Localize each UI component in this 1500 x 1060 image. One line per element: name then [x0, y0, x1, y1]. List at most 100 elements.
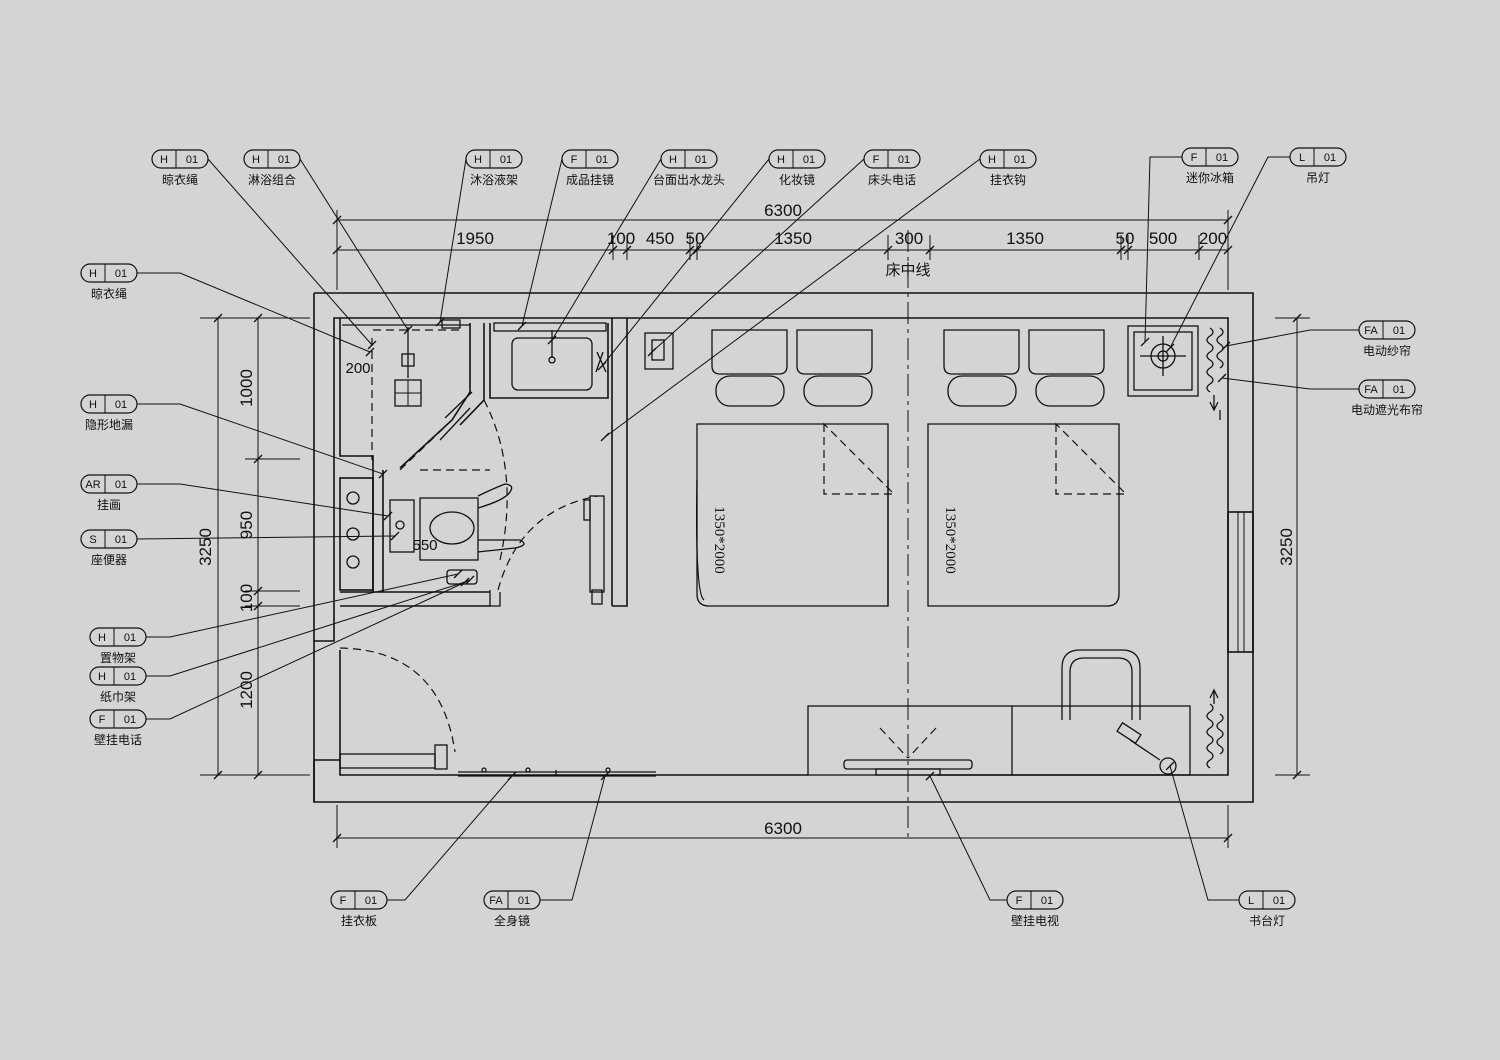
dim-left-total: 3250 — [196, 528, 215, 566]
tag-number: 01 — [518, 895, 530, 907]
tag-label: 台面出水龙头 — [653, 172, 725, 187]
tag-leader-tick-7 — [647, 347, 657, 357]
tag-pill — [1181, 147, 1239, 167]
tag-pill — [979, 149, 1037, 169]
tag-code: H — [89, 399, 97, 411]
bed-centerline-label: 床中线 — [885, 261, 930, 279]
top-dimension-lines — [332, 210, 1233, 290]
tag-leader-tick-10 — [1165, 343, 1175, 353]
tag-leader-tick-12 — [378, 469, 388, 479]
tag-leader-tick-15 — [453, 569, 463, 579]
tag-leader-tick-1 — [367, 340, 377, 350]
dim-top-seg-2: 100 — [607, 229, 635, 248]
room-walls — [313, 292, 1254, 803]
dim-left-seg-2: 950 — [237, 511, 256, 539]
tag-pill — [1358, 320, 1416, 340]
tag-leader-lines — [109, 156, 1387, 901]
bottom-dimension-lines — [332, 805, 1233, 848]
dim-top-seg-10: 200 — [1199, 229, 1227, 248]
tag-pill — [151, 149, 209, 169]
bed-left-size: 1350*2000 — [711, 506, 727, 574]
tag-number: 01 — [278, 154, 290, 166]
tag-number: 01 — [695, 154, 707, 166]
tag-code: F — [340, 895, 347, 907]
dim-top-seg-4: 50 — [686, 229, 705, 248]
tag-leader-tick-13 — [383, 511, 393, 521]
tag-label: 隐形地漏 — [85, 418, 133, 432]
tag-leader-tick-20 — [507, 771, 517, 781]
bedside-phone — [644, 332, 674, 370]
tag-leader-tick-22 — [925, 771, 935, 781]
wardrobe-door — [583, 495, 605, 605]
tag-number: 01 — [1324, 152, 1336, 164]
tag-label: 淋浴组合 — [248, 172, 296, 187]
tag-code: H — [89, 268, 97, 280]
tag-pill — [1358, 379, 1416, 399]
left-dimension-lines — [200, 313, 310, 780]
tag-number: 01 — [1393, 325, 1405, 337]
tag-code: H — [252, 154, 260, 166]
tag-pill — [80, 394, 138, 414]
tag-pill — [1238, 890, 1296, 910]
tag-label: 座便器 — [91, 552, 127, 567]
tag-label: 壁挂电视 — [1011, 913, 1059, 928]
tag-code: F — [99, 714, 106, 726]
tag-label: 床头电话 — [868, 173, 916, 187]
tag-number: 01 — [1393, 384, 1405, 396]
tag-number: 01 — [186, 154, 198, 166]
tag-number: 01 — [115, 534, 127, 546]
curtain-track-bottom — [1206, 688, 1224, 769]
dim-left-seg-4: 1200 — [237, 671, 256, 709]
vanity-sink — [493, 322, 607, 391]
tag-pill — [89, 709, 147, 729]
tag-leader-tick-9 — [1140, 337, 1150, 347]
tag-number: 01 — [124, 714, 136, 726]
dim-top-seg-9: 500 — [1149, 229, 1177, 248]
dim-top-seg-6: 300 — [895, 229, 923, 248]
tag-code: L — [1299, 152, 1305, 164]
tag-leader-tick-3 — [435, 317, 445, 327]
tag-label: 成品挂镜 — [566, 172, 614, 187]
dim-toilet-550: 550 — [412, 537, 437, 554]
mini-fridge-cabinet — [1127, 325, 1199, 397]
tag-leader-11 — [109, 272, 371, 353]
dim-top-seg-1: 1950 — [456, 229, 494, 248]
dim-left-seg-1: 1000 — [237, 369, 256, 407]
dim-top-seg-5: 1350 — [774, 229, 812, 248]
tag-code: S — [89, 534, 96, 546]
tag-label: 书台灯 — [1249, 913, 1285, 928]
tag-leader-tick-4 — [517, 321, 527, 331]
tag-number: 01 — [1273, 895, 1285, 907]
tag-code: L — [1248, 895, 1254, 907]
tag-label: 吊灯 — [1306, 171, 1330, 185]
tag-pill — [561, 149, 619, 169]
tag-label: 晾衣绳 — [162, 172, 198, 187]
tag-label: 沐浴液架 — [470, 172, 518, 187]
tag-label: 化妆镜 — [779, 172, 815, 187]
tag-label: 挂衣板 — [341, 913, 377, 928]
tag-code: H — [777, 154, 785, 166]
tag-number: 01 — [1216, 152, 1228, 164]
tag-number: 01 — [803, 154, 815, 166]
tag-leader-tick-8 — [600, 432, 610, 442]
tag-code: H — [988, 154, 996, 166]
tag-label: 纸巾架 — [100, 690, 136, 704]
tag-number: 01 — [596, 154, 608, 166]
tag-number: 01 — [500, 154, 512, 166]
tag-label: 电动纱帘 — [1363, 343, 1411, 358]
bed-left — [695, 329, 896, 607]
dim-left-seg-3: 100 — [237, 584, 256, 612]
dim-bottom-total: 6300 — [764, 819, 802, 838]
bed-right-size: 1350*2000 — [942, 506, 958, 574]
